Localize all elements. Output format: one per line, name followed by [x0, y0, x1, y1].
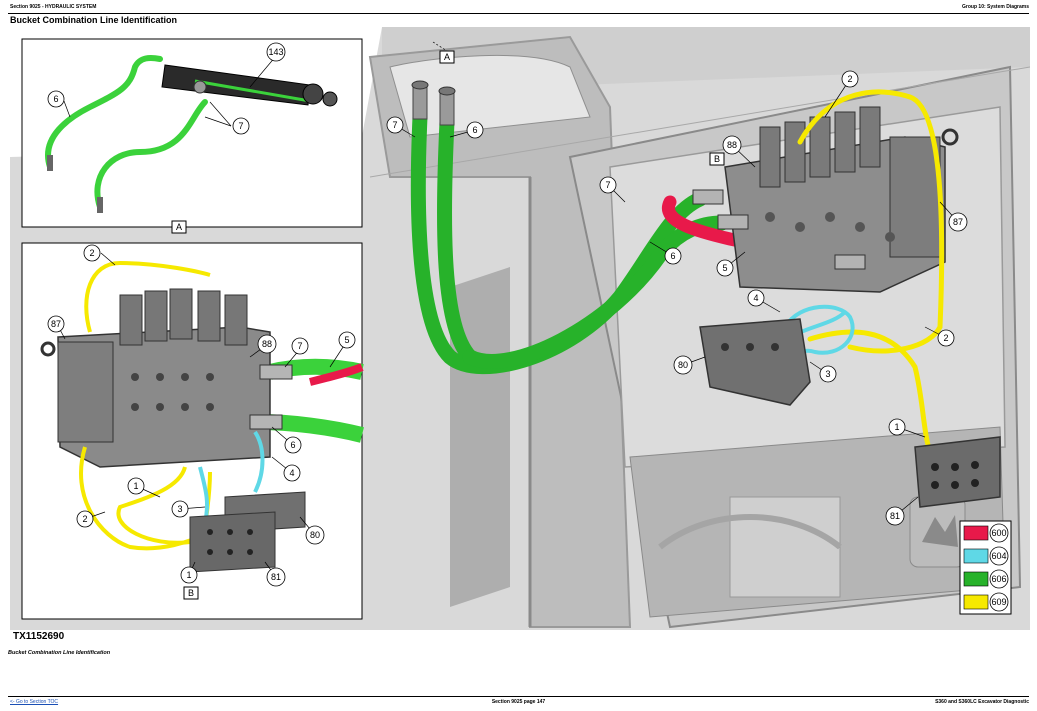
- view-a-marker: A: [444, 52, 450, 62]
- header-section: Section 9025 - HYDRAULIC SYSTEM: [10, 4, 97, 10]
- view-b-marker: B: [714, 154, 720, 164]
- callout-81: 81: [890, 511, 900, 521]
- callout-3: 3: [825, 369, 830, 379]
- callout-5: 5: [344, 335, 349, 345]
- callout-4: 4: [289, 468, 294, 478]
- footer-rule: [8, 696, 1029, 697]
- callout-1: 1: [133, 481, 138, 491]
- inset-b-label: B: [188, 588, 194, 598]
- legend-swatch-600: [963, 525, 989, 541]
- figure-id: TX1152690: [13, 631, 65, 642]
- callout-80: 80: [310, 530, 320, 540]
- callout-5: 5: [722, 263, 727, 273]
- callout-1: 1: [186, 570, 191, 580]
- callout-4: 4: [753, 293, 758, 303]
- callout-3: 3: [177, 504, 182, 514]
- header-rule: [8, 13, 1029, 14]
- legend-code-606: 606: [991, 574, 1006, 584]
- legend-swatch-604: [963, 548, 989, 564]
- legend-code-609: 609: [991, 597, 1006, 607]
- callout-6: 6: [53, 94, 58, 104]
- legend-code-600: 600: [991, 528, 1006, 538]
- callout-87: 87: [953, 217, 963, 227]
- callout-88: 88: [727, 140, 737, 150]
- header-group: Group 10: System Diagrams: [962, 4, 1029, 10]
- callout-87: 87: [51, 319, 61, 329]
- callout-1: 1: [894, 422, 899, 432]
- legend-swatch-606: [963, 571, 989, 587]
- callout-6: 6: [670, 251, 675, 261]
- inset-a-label: A: [176, 222, 182, 232]
- callout-7: 7: [605, 180, 610, 190]
- callout-7: 7: [297, 341, 302, 351]
- callout-7: 7: [392, 120, 397, 130]
- callout-81: 81: [271, 572, 281, 582]
- hydraulic-diagram: 600 604 606 609 1 4: [10, 27, 1030, 630]
- section-toc-link[interactable]: <- Go to Section TOC: [10, 699, 59, 705]
- footer-manual-title: S360 and S360LC Excavator Diagnostic: [935, 699, 1029, 705]
- legend-swatch-609: [963, 594, 989, 610]
- callout-2: 2: [943, 333, 948, 343]
- callout-143: 143: [268, 47, 283, 57]
- callout-6: 6: [472, 125, 477, 135]
- footer-page-number: Section 9025 page 147: [491, 699, 546, 705]
- callout-2: 2: [89, 248, 94, 258]
- callout-7: 7: [238, 121, 243, 131]
- page-title: Bucket Combination Line Identification: [10, 15, 178, 25]
- callout-2: 2: [82, 514, 87, 524]
- figure-caption: Bucket Combination Line Identification: [8, 650, 111, 656]
- callout-6: 6: [290, 440, 295, 450]
- callout-88: 88: [262, 339, 272, 349]
- legend-code-604: 604: [991, 551, 1006, 561]
- callout-2: 2: [847, 74, 852, 84]
- callout-80: 80: [678, 360, 688, 370]
